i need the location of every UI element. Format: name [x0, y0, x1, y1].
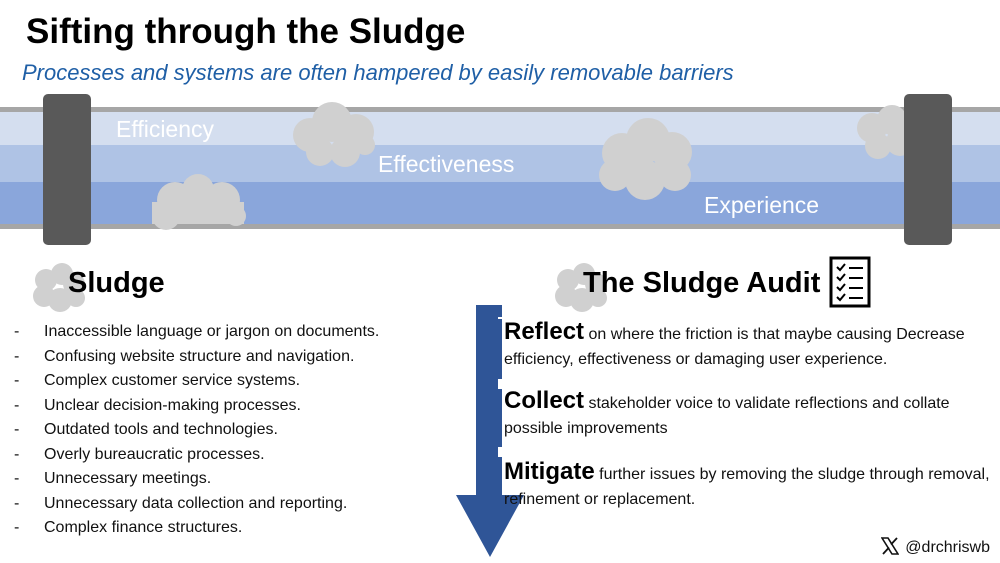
audit-step-mitigate: Mitigate further issues by removing the … [504, 459, 994, 512]
step-keyword: Reflect [504, 318, 585, 345]
label-efficiency: Efficiency [116, 116, 215, 142]
pipe-diagram: Efficiency Effectiveness Experience [0, 94, 1000, 245]
pipe-flange-left [43, 94, 91, 245]
audit-step-collect: Collect stakeholder voice to validate re… [504, 388, 994, 441]
pipe-band-experience [0, 182, 1000, 224]
sludge-list: -Inaccessible language or jargon on docu… [14, 320, 379, 541]
audit-heading-cloud-icon [555, 263, 607, 312]
pipe-flange-right [904, 94, 952, 245]
list-item: -Complex finance structures. [14, 519, 243, 536]
step-text: on where the friction is that maybe caus… [504, 326, 965, 368]
sludge-heading: Sludge [68, 267, 165, 299]
audit-step-reflect: Reflect on where the friction is that ma… [504, 319, 994, 372]
page-title: Sifting through the Sludge [26, 12, 466, 51]
page-subtitle: Processes and systems are often hampered… [22, 60, 734, 85]
sludge-cloud-4 [857, 105, 914, 159]
x-logo-icon [881, 537, 900, 555]
pipe-band-efficiency [0, 112, 1000, 145]
audit-flow-arrow [456, 305, 524, 557]
list-item: -Complex customer service systems. [14, 372, 301, 389]
list-item: -Unnecessary data collection and reporti… [14, 494, 348, 512]
step-keyword: Mitigate [504, 458, 595, 485]
list-item: -Outdated tools and technologies. [14, 421, 278, 438]
sludge-cloud-1 [293, 102, 375, 167]
step-text: further issues by removing the sludge th… [504, 466, 990, 508]
list-item: -Unnecessary meetings. [14, 470, 212, 487]
list-item: -Overly bureaucratic processes. [14, 445, 265, 463]
step-keyword: Collect [504, 387, 585, 414]
label-experience: Experience [704, 192, 819, 218]
step-text: stakeholder voice to validate reflection… [504, 395, 950, 437]
sludge-heading-cloud-icon [33, 263, 85, 312]
pipe-band-effectiveness [0, 145, 1000, 182]
checklist-icon [829, 256, 871, 308]
list-item: -Unclear decision-making processes. [14, 396, 301, 414]
label-effectiveness: Effectiveness [378, 151, 514, 177]
list-item: -Inaccessible language or jargon on docu… [14, 323, 380, 340]
author-handle-text: @drchriswb [905, 539, 990, 556]
sludge-cloud-2 [152, 174, 246, 230]
list-item: -Confusing website structure and navigat… [14, 347, 355, 365]
audit-heading: The Sludge Audit [583, 267, 821, 299]
sludge-cloud-3 [599, 118, 692, 200]
author-handle: @drchriswb [881, 537, 990, 557]
